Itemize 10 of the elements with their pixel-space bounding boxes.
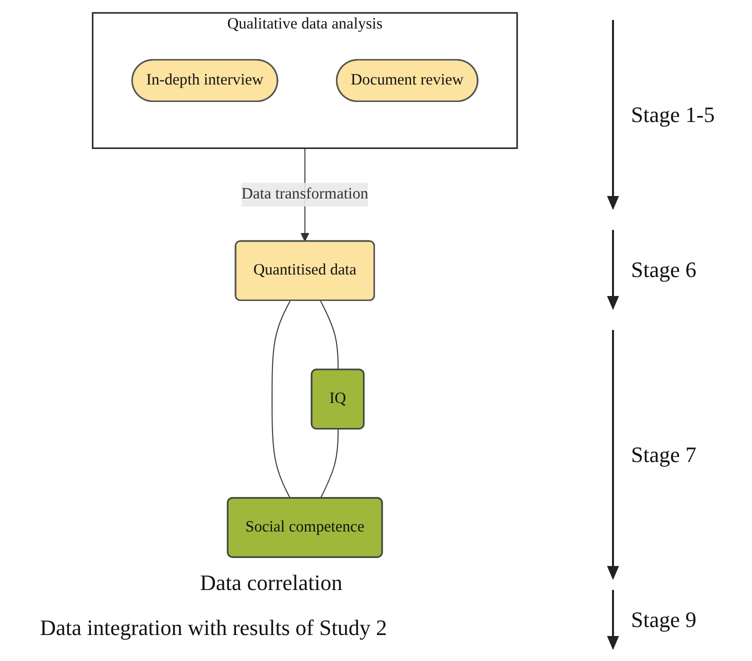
connector — [320, 428, 339, 499]
connector — [320, 300, 339, 370]
stage-label: Stage 6 — [631, 257, 696, 283]
caption-text: Data integration with results of Study 2 — [40, 615, 388, 641]
connector — [272, 300, 291, 499]
stage-label: Stage 9 — [631, 607, 696, 633]
stage-label: Stage 1-5 — [631, 102, 715, 128]
stage-label: Stage 7 — [631, 442, 696, 468]
edge-label: Data transformation — [242, 186, 368, 203]
note-text: Data correlation — [200, 570, 342, 596]
